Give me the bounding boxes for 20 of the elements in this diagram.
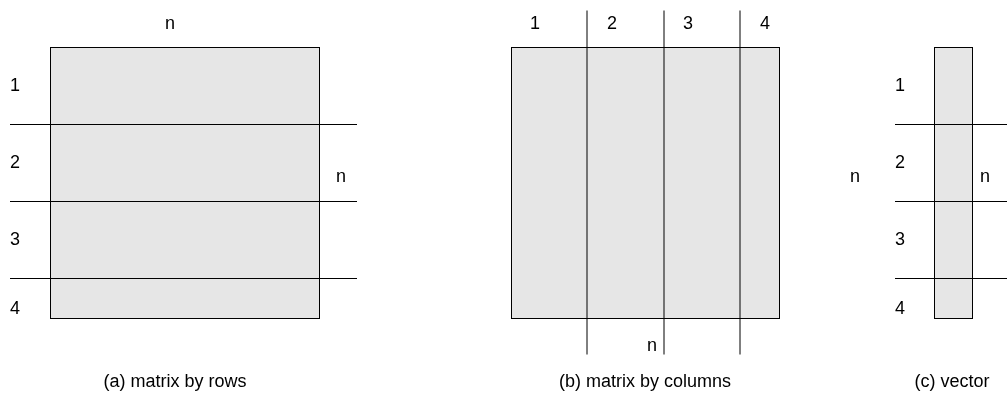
dimension-label: n: [980, 167, 990, 185]
row-number: 1: [10, 76, 20, 94]
row-number: 2: [10, 153, 20, 171]
column-number: 4: [760, 14, 770, 32]
caption: (c) vector: [914, 372, 990, 390]
row-number: 4: [895, 299, 905, 317]
dimension-label: n: [850, 167, 860, 185]
row-number: 2: [895, 153, 905, 171]
caption: (b) matrix by columns: [559, 372, 731, 390]
row-number: 3: [10, 230, 20, 248]
dimension-label: n: [165, 14, 175, 32]
column-number: 2: [607, 14, 617, 32]
column-number: 3: [683, 14, 693, 32]
dimension-label: n: [647, 336, 657, 354]
caption: (a) matrix by rows: [103, 372, 247, 390]
row-number: 3: [895, 230, 905, 248]
row-number: 4: [10, 299, 20, 317]
column-number: 1: [530, 14, 540, 32]
dimension-label: n: [336, 167, 346, 185]
row-number: 1: [895, 76, 905, 94]
